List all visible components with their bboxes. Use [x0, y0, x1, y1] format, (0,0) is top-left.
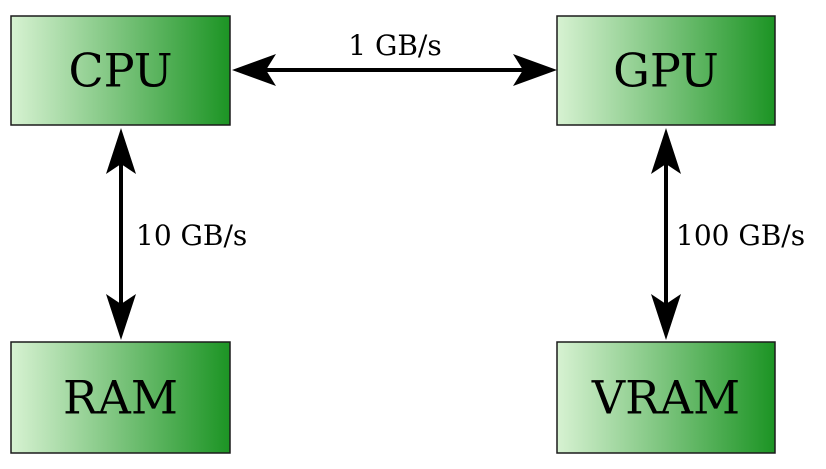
- cpu-gpu-arrowhead-left: [232, 54, 276, 86]
- cpu-node: CPU: [10, 15, 231, 126]
- gpu-node: GPU: [556, 15, 776, 126]
- vram-label: VRAM: [591, 371, 740, 425]
- gpu-vram-arrowhead-top: [651, 128, 681, 174]
- cpu-box: [10, 15, 231, 126]
- cpu-ram-arrowhead-top: [106, 128, 136, 174]
- cpu-gpu-arrow: [232, 54, 557, 86]
- vram-box: [556, 341, 776, 454]
- gpu-vram-arrow: [651, 128, 681, 340]
- cpu-ram-bandwidth-label: 10 GB/s: [136, 219, 247, 252]
- ram-node: RAM: [10, 341, 231, 454]
- gpu-vram-bandwidth-label: 100 GB/s: [676, 219, 805, 252]
- cpu-ram-arrowhead-bottom: [106, 294, 136, 340]
- gpu-box: [556, 15, 776, 126]
- vram-node: VRAM: [556, 341, 776, 454]
- cpu-gpu-arrowhead-right: [513, 54, 557, 86]
- cpu-gpu-bandwidth-label: 1 GB/s: [348, 29, 441, 62]
- ram-label: RAM: [63, 371, 178, 425]
- ram-box: [10, 341, 231, 454]
- gpu-label: GPU: [613, 44, 719, 98]
- cpu-label: CPU: [68, 44, 172, 98]
- gpu-vram-arrowhead-bottom: [651, 294, 681, 340]
- cpu-ram-arrow: [106, 128, 136, 340]
